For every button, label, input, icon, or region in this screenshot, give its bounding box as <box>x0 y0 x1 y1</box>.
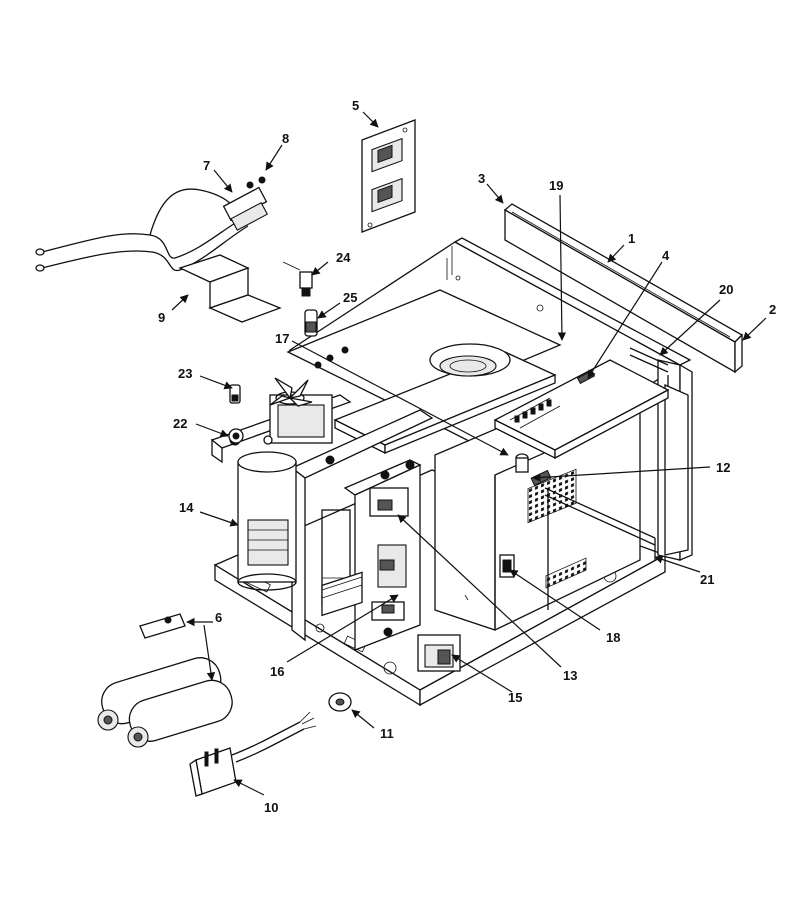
bracket-9 <box>178 254 282 323</box>
callout-6: 6 <box>215 610 222 625</box>
transformer <box>237 451 297 591</box>
low-voltage-transformer <box>417 634 461 672</box>
callout-25: 25 <box>343 290 357 305</box>
frame-rails <box>544 487 656 610</box>
callout-14: 14 <box>179 500 194 515</box>
callout-9: 9 <box>158 310 165 325</box>
callouts: 1 2 3 4 5 6 7 8 9 10 11 12 13 14 15 16 1… <box>158 98 776 815</box>
thermostat-22 <box>228 428 244 444</box>
callout-1: 1 <box>628 231 635 246</box>
leader-lines <box>171 111 767 796</box>
callout-16: 16 <box>270 664 284 679</box>
callout-18: 18 <box>606 630 620 645</box>
callout-11: 11 <box>380 726 394 741</box>
interlock-switch-bracket <box>361 119 416 233</box>
callout-13: 13 <box>563 668 577 683</box>
callout-8: 8 <box>282 131 289 146</box>
control-board <box>493 359 670 460</box>
callout-24: 24 <box>336 250 351 265</box>
fan-motor <box>210 377 352 464</box>
callout-12: 12 <box>716 460 730 475</box>
callout-2: 2 <box>769 302 776 317</box>
waveguide-cover <box>286 289 562 455</box>
callout-21: 21 <box>700 572 714 587</box>
callout-17: 17 <box>275 331 289 346</box>
callout-19: 19 <box>549 178 563 193</box>
callout-15: 15 <box>508 690 522 705</box>
control-panel-bar <box>503 203 744 374</box>
high-voltage-capacitors <box>97 657 233 748</box>
power-cord <box>189 711 317 797</box>
thermal-fuse-23 <box>229 384 241 404</box>
callout-22: 22 <box>173 416 187 431</box>
callout-3: 3 <box>478 171 485 186</box>
vent-strip-20 <box>629 347 669 373</box>
thermistor-25 <box>304 309 318 337</box>
callout-7: 7 <box>203 158 210 173</box>
ferrite-core <box>328 692 352 712</box>
base-capacitor <box>321 571 363 617</box>
capacitor-bracket <box>139 613 186 639</box>
switch-18 <box>499 554 515 578</box>
callout-20: 20 <box>719 282 733 297</box>
callout-4: 4 <box>662 248 670 263</box>
callout-5: 5 <box>352 98 359 113</box>
terminal-24 <box>282 261 313 297</box>
oven-cavity <box>434 394 641 632</box>
callout-10: 10 <box>264 800 278 815</box>
fuse-holder <box>35 176 269 272</box>
callout-23: 23 <box>178 366 192 381</box>
front-frame <box>664 384 689 556</box>
